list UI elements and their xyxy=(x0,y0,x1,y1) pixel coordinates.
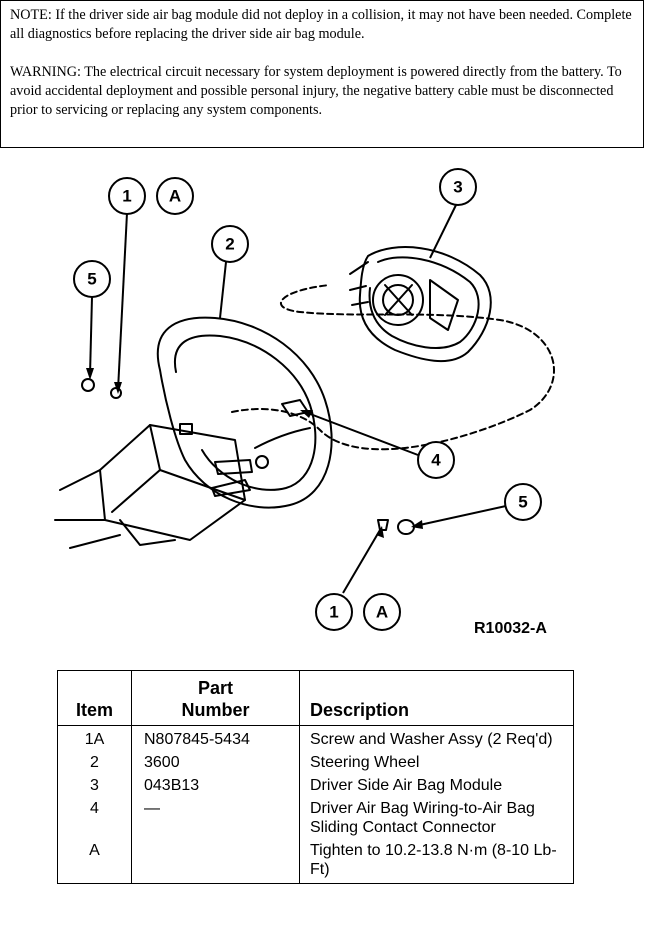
callout-5-right xyxy=(504,483,542,521)
cell-item: 4 xyxy=(57,797,132,839)
callout-4 xyxy=(417,441,455,479)
callout-2-label: 2 xyxy=(225,235,234,254)
table-row: A Tighten to 10.2-13.8 N·m (8-10 Lb-Ft) xyxy=(57,839,574,884)
callout-1-bottom-label: 1 xyxy=(329,603,338,622)
cell-item: 3 xyxy=(57,774,132,797)
exploded-view-illustration: 1 A 2 3 4 5 5 1 A xyxy=(0,160,646,650)
cell-item: A xyxy=(57,839,132,884)
header-item: Item xyxy=(57,670,132,726)
steering-wheel-rim xyxy=(156,316,333,509)
airbag-module-outline xyxy=(358,246,492,363)
cell-part: — xyxy=(131,797,300,839)
table-row: 4 — Driver Air Bag Wiring-to-Air Bag Sli… xyxy=(57,797,574,839)
callout-2 xyxy=(211,225,249,263)
callout-3-label: 3 xyxy=(453,178,462,197)
warning-text: WARNING: The electrical circuit necessar… xyxy=(10,64,622,118)
cell-item: 1A xyxy=(57,725,132,751)
cell-description: Steering Wheel xyxy=(299,751,574,774)
header-description: Description xyxy=(299,670,574,726)
callout-1-bottom xyxy=(315,593,353,631)
steering-wheel-diagram: 1 A 2 3 4 5 5 1 A xyxy=(54,168,555,631)
cell-part: 3600 xyxy=(131,751,300,774)
callout-4-label: 4 xyxy=(431,451,441,470)
callout-a-bottom-label: A xyxy=(376,603,388,622)
callout-1-top xyxy=(108,177,146,215)
callout-5-right-label: 5 xyxy=(518,493,527,512)
callout-a-bottom xyxy=(363,593,401,631)
callout-1-top-label: 1 xyxy=(122,187,131,206)
table-header-row: Item Part Number Description xyxy=(57,670,574,726)
figure-id: R10032-A xyxy=(474,620,547,637)
cell-description: Screw and Washer Assy (2 Req'd) xyxy=(299,725,574,751)
cell-description: Driver Side Air Bag Module xyxy=(299,774,574,797)
notice-box: NOTE: If the driver side air bag module … xyxy=(0,0,644,148)
callout-5-left-label: 5 xyxy=(87,270,96,289)
cell-description: Tighten to 10.2-13.8 N·m (8-10 Lb-Ft) xyxy=(299,839,574,884)
callout-5-left xyxy=(73,260,111,298)
table-row: 1A N807845-5434 Screw and Washer Assy (2… xyxy=(57,725,574,751)
callout-a-top-label: A xyxy=(169,187,181,206)
callout-3 xyxy=(439,168,477,206)
cell-part xyxy=(131,839,300,884)
cell-part: 043B13 xyxy=(131,774,300,797)
table-row: 2 3600 Steering Wheel xyxy=(57,751,574,774)
note-text: NOTE: If the driver side air bag module … xyxy=(10,7,632,42)
header-part-line2: Number xyxy=(181,700,250,720)
cell-part: N807845-5434 xyxy=(131,725,300,751)
steering-wheel-rim-inner xyxy=(173,334,317,491)
header-part-number: Part Number xyxy=(131,670,300,726)
callout-a-top xyxy=(156,177,194,215)
cell-item: 2 xyxy=(57,751,132,774)
parts-table: Item Part Number Description 1A N807845-… xyxy=(57,670,574,884)
header-part-line1: Part xyxy=(197,678,233,698)
cell-description: Driver Air Bag Wiring-to-Air Bag Sliding… xyxy=(299,797,574,839)
table-row: 3 043B13 Driver Side Air Bag Module xyxy=(57,774,574,797)
